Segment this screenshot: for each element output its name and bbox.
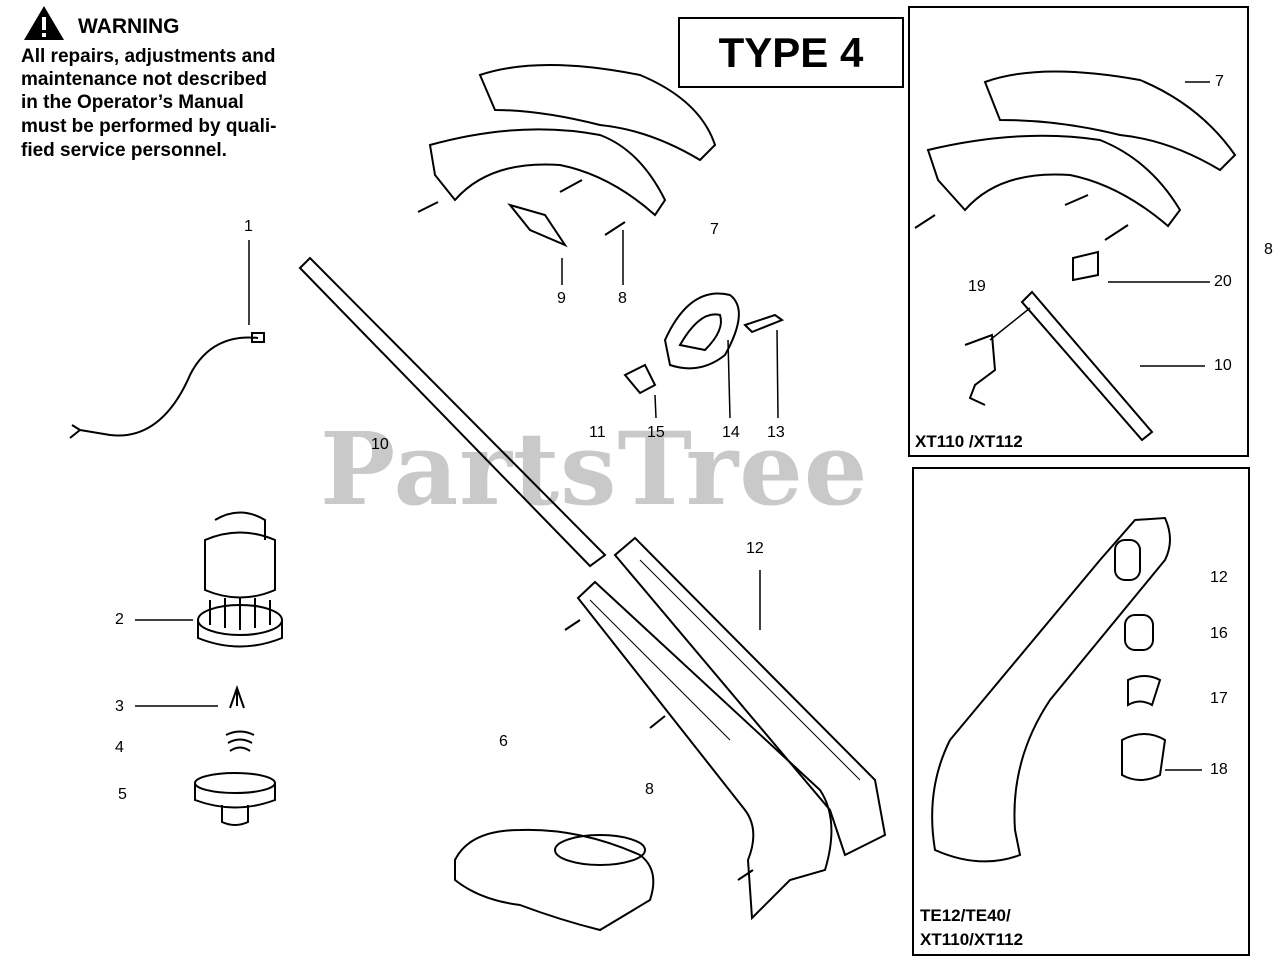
callout-15: 15 (647, 424, 665, 441)
callout-right-19: 19 (968, 278, 986, 295)
housing-drawing (564, 536, 887, 921)
warning-line: fied service personnel. (21, 140, 227, 161)
power-cord-drawing (69, 240, 265, 439)
warning-line: in the Operator’s Manual (21, 92, 244, 113)
callout-9: 9 (557, 290, 566, 307)
shaft-drawing (298, 256, 607, 568)
warning-line: must be performed by quali- (21, 116, 277, 137)
handle-drawing (417, 64, 717, 285)
callout-6: 6 (499, 733, 508, 750)
panel-xt110-xt112 (908, 6, 1249, 457)
callout-8-top: 8 (618, 290, 627, 307)
model-label-xt110-xt112: XT110 /XT112 (915, 432, 1023, 451)
xt110-handle-drawing (914, 70, 1237, 442)
warning-title: WARNING (78, 15, 180, 38)
spool-parts-drawing (135, 684, 276, 826)
callout-right-17: 17 (1210, 690, 1228, 707)
model-label-te12-line1: TE12/TE40/ (920, 906, 1011, 925)
callout-right-12: 12 (1210, 569, 1228, 586)
clip-parts-drawing (623, 292, 785, 419)
callout-right-16: 16 (1210, 625, 1228, 642)
callout-3: 3 (115, 698, 124, 715)
type-label: TYPE 4 (678, 17, 904, 88)
callout-4: 4 (115, 739, 124, 756)
motor-drawing (135, 511, 283, 648)
callout-right-10: 10 (1214, 357, 1232, 374)
warning-triangle-icon (24, 6, 64, 40)
callout-14: 14 (722, 424, 740, 441)
callout-right-8: 8 (1264, 241, 1273, 258)
callout-10: 10 (371, 436, 389, 453)
callout-12: 12 (746, 540, 764, 557)
model-label-te12-line2: XT110/XT112 (920, 930, 1024, 949)
callout-1: 1 (244, 218, 253, 235)
panel-te12-te40 (912, 467, 1250, 956)
watermark: PartsTree (320, 410, 869, 528)
callout-13: 13 (767, 424, 785, 441)
warning-line: maintenance not described (21, 69, 268, 90)
callout-11: 11 (589, 424, 606, 441)
callout-5: 5 (118, 786, 127, 803)
guard-drawing (454, 828, 655, 932)
te12-housing-drawing (931, 516, 1202, 863)
callout-8-bottom: 8 (645, 781, 654, 798)
callout-right-18: 18 (1210, 761, 1228, 778)
callout-right-20: 20 (1214, 273, 1232, 290)
callout-7: 7 (710, 221, 719, 238)
callout-2: 2 (115, 611, 124, 628)
callout-right-7: 7 (1215, 73, 1224, 90)
warning-line: All repairs, adjustments and (21, 46, 276, 67)
